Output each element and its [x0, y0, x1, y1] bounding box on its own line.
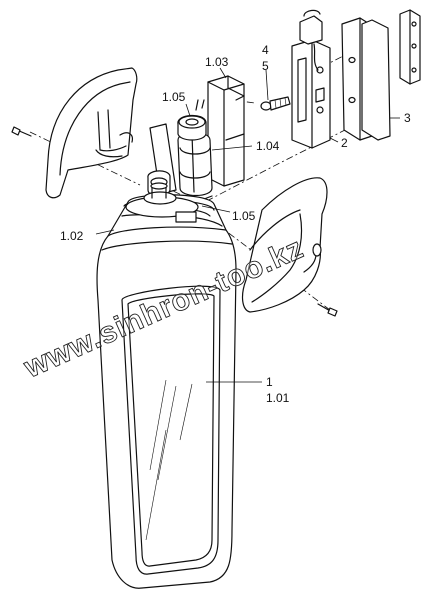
left-cover-part: [45, 67, 138, 199]
callout-1-03: 1.03: [205, 55, 229, 69]
callout-1-05-top: 1.05: [162, 90, 186, 104]
bracket-1-03-part: [207, 75, 245, 187]
end-plate-part: [399, 9, 421, 85]
callout-5: 5: [262, 59, 269, 73]
adjustment-knob: [125, 182, 199, 223]
callout-2: 2: [341, 136, 348, 150]
screw-left: [11, 126, 32, 137]
callout-3: 3: [404, 111, 411, 125]
screw-4-5-part: [260, 96, 291, 111]
pivot-assembly-1-04-part: [147, 99, 215, 215]
callout-1-05-bottom: 1.05: [232, 209, 256, 223]
spacer-block-3-part: [341, 17, 391, 141]
right-cover-part: [241, 177, 328, 313]
callout-1-01: 1.01: [266, 391, 290, 405]
mounting-plate-2-part: [291, 9, 331, 149]
callout-4: 4: [262, 43, 269, 57]
mirror-glass-1-01-part: [121, 285, 221, 575]
callout-1-02: 1.02: [60, 229, 84, 243]
callout-1: 1: [266, 375, 273, 389]
callout-1-04: 1.04: [256, 139, 280, 153]
screw-right: [317, 303, 338, 317]
leader-lines: [95, 67, 400, 383]
